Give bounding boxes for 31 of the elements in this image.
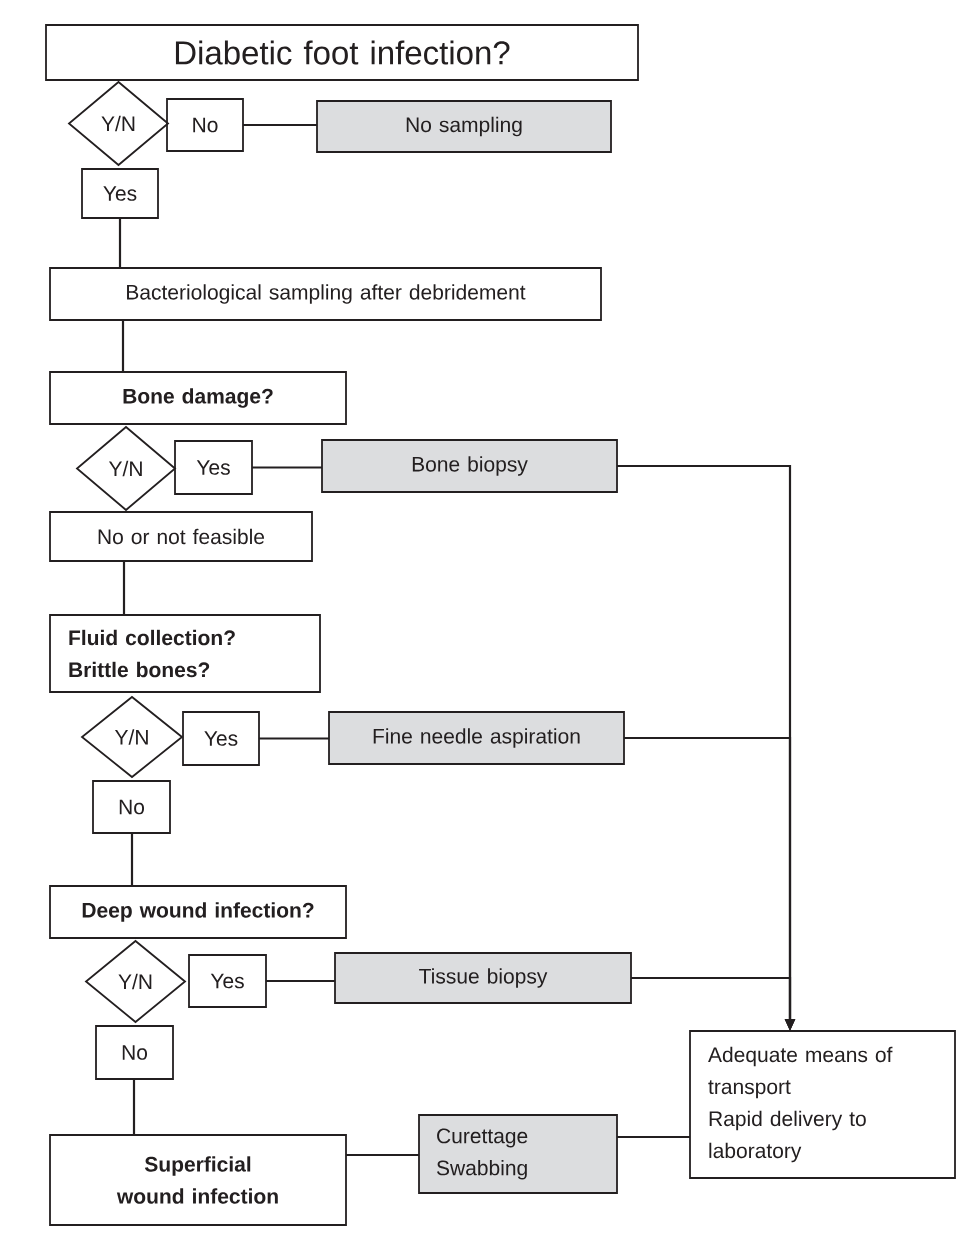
action-box: Tissue biopsy: [334, 952, 632, 1004]
connector-line: [132, 1079, 136, 1135]
note-box: Adequate means of transport Rapid delivery to laboratory: [689, 1030, 956, 1179]
branch-box: No: [95, 1025, 174, 1080]
connector-line: [266, 979, 335, 983]
connector-line: [118, 218, 122, 268]
branch-box: No: [92, 780, 171, 834]
question-box: Bone damage?: [49, 371, 347, 425]
action-box: Bone biopsy: [321, 439, 618, 493]
connector-line: [121, 320, 125, 372]
process-box: Bacteriological sampling after debridement: [49, 267, 602, 321]
question-box: Deep wound infection?: [49, 885, 347, 939]
action-box: Fine needle aspiration: [328, 711, 625, 765]
branch-box: Yes: [174, 440, 253, 495]
branch-box: Yes: [182, 711, 260, 766]
question-box: Diabetic foot infection?: [45, 24, 639, 81]
question-box: Fluid collection? Brittle bones?: [49, 614, 321, 693]
connector-line: [346, 1153, 419, 1157]
question-box: Superficial wound infection: [49, 1134, 347, 1226]
connector-line: [130, 833, 134, 886]
branch-box: Yes: [188, 954, 267, 1008]
connector-line: [252, 466, 322, 469]
connector-line: [122, 561, 126, 615]
action-box: No sampling: [316, 100, 612, 153]
connector-line: [617, 1135, 690, 1139]
branch-box: No: [166, 98, 244, 152]
process-box: No or not feasible: [49, 511, 313, 562]
connector-line: [259, 737, 329, 740]
branch-box: Yes: [81, 168, 159, 219]
action-box: Curettage Swabbing: [418, 1114, 618, 1194]
connector-line: [243, 123, 317, 127]
